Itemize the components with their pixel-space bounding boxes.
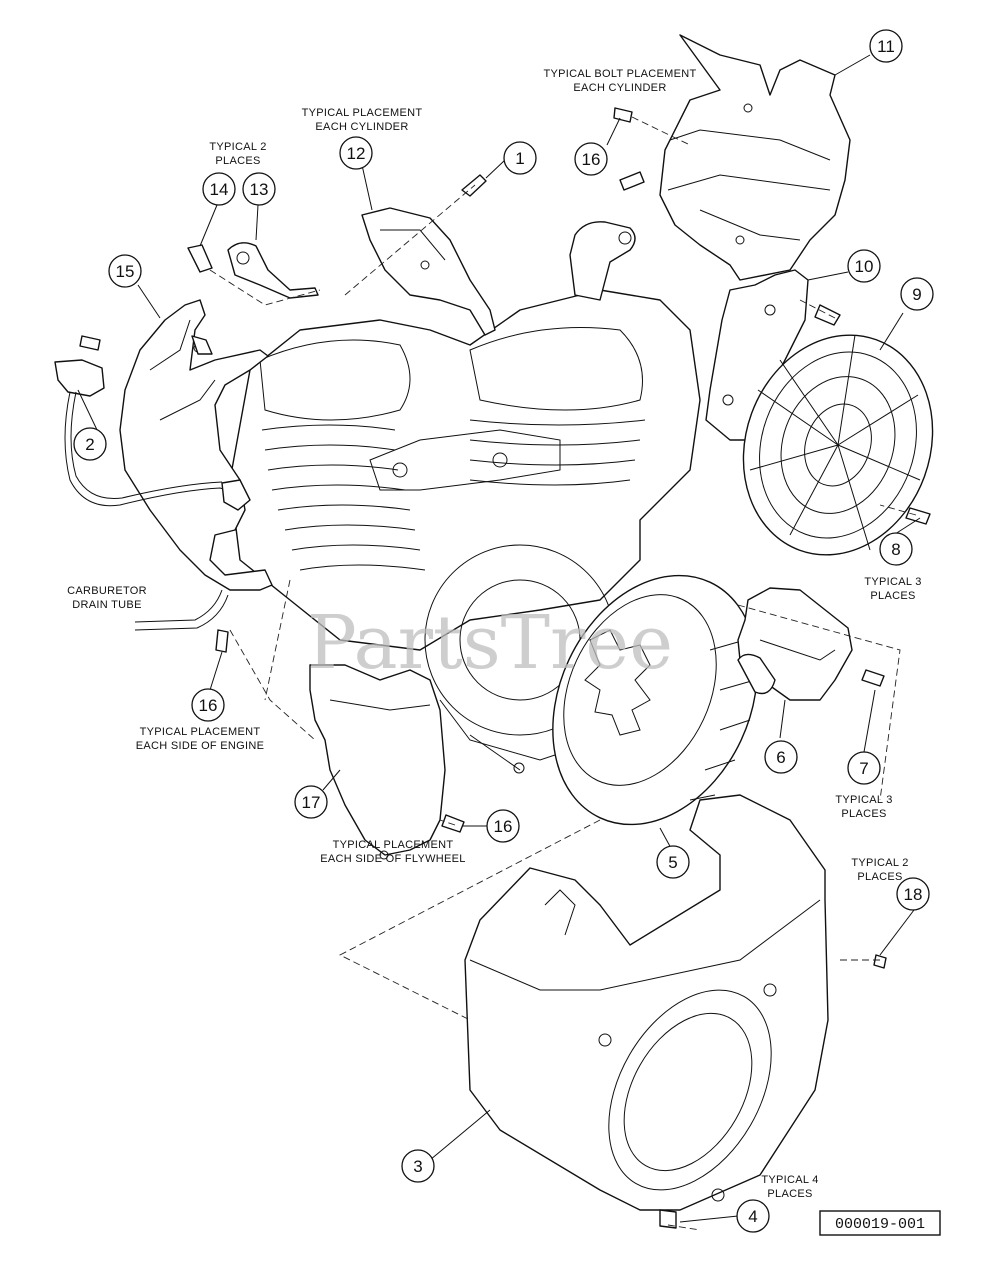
note-carb-line1: CARBURETOR bbox=[67, 585, 147, 597]
part-12-baffle bbox=[361, 207, 496, 336]
callout-17[interactable]: 17 bbox=[294, 785, 328, 819]
note-13-line1: TYPICAL 2 bbox=[209, 141, 266, 153]
note-4-line2: PLACES bbox=[767, 1188, 812, 1200]
notes: TYPICAL BOLT PLACEMENT EACH CYLINDER TYP… bbox=[67, 68, 921, 1200]
svg-text:11: 11 bbox=[877, 37, 895, 56]
carburetor-drain-tube bbox=[134, 589, 223, 623]
callout-14[interactable]: 14 bbox=[202, 172, 236, 206]
explode-lines bbox=[209, 116, 917, 1231]
part-2-ignition-lead bbox=[54, 359, 251, 511]
engine-block bbox=[229, 289, 701, 774]
callout-15[interactable]: 15 bbox=[108, 254, 142, 288]
svg-text:12: 12 bbox=[347, 144, 366, 163]
note-16-engine-line1: TYPICAL PLACEMENT bbox=[140, 726, 261, 738]
svg-text:3: 3 bbox=[413, 1157, 422, 1176]
callout-10[interactable]: 10 bbox=[847, 249, 881, 283]
callout-18[interactable]: 18 bbox=[896, 877, 930, 911]
svg-text:5: 5 bbox=[668, 853, 677, 872]
note-8-line1: TYPICAL 3 bbox=[864, 576, 921, 588]
svg-text:4: 4 bbox=[748, 1207, 757, 1226]
part-15-side-shroud bbox=[119, 299, 273, 591]
callout-1[interactable]: 1 bbox=[503, 141, 537, 175]
svg-text:16: 16 bbox=[582, 150, 601, 169]
note-11-line1: TYPICAL BOLT PLACEMENT bbox=[543, 68, 696, 80]
note-13-line2: PLACES bbox=[215, 155, 260, 167]
callout-4[interactable]: 4 bbox=[736, 1199, 770, 1233]
part-9-rotating-screen bbox=[742, 334, 934, 556]
svg-text:16: 16 bbox=[199, 696, 218, 715]
callout-5[interactable]: 5 bbox=[656, 845, 690, 879]
note-16-flywheel-line2: EACH SIDE OF FLYWHEEL bbox=[320, 853, 465, 865]
part-11-cylinder-shroud bbox=[659, 34, 851, 281]
callout-16-top[interactable]: 16 bbox=[574, 142, 608, 176]
svg-text:6: 6 bbox=[776, 748, 785, 767]
part-3-blower-housing bbox=[464, 794, 829, 1211]
svg-text:18: 18 bbox=[904, 885, 923, 904]
note-carb-line2: DRAIN TUBE bbox=[72, 599, 141, 611]
part-10-baffle bbox=[705, 269, 809, 441]
drawing-number-box: 000019-001 bbox=[819, 1210, 941, 1236]
svg-text:8: 8 bbox=[891, 540, 900, 559]
callout-3[interactable]: 3 bbox=[401, 1149, 435, 1183]
watermark: PartsTree bbox=[307, 600, 673, 686]
svg-text:17: 17 bbox=[302, 793, 321, 812]
svg-text:9: 9 bbox=[912, 285, 921, 304]
part-5-flywheel bbox=[552, 574, 758, 826]
note-12-line1: TYPICAL PLACEMENT bbox=[302, 107, 423, 119]
svg-text:13: 13 bbox=[250, 180, 269, 199]
callout-16-left[interactable]: 16 bbox=[191, 688, 225, 722]
note-16-flywheel-line1: TYPICAL PLACEMENT bbox=[333, 839, 454, 851]
svg-text:7: 7 bbox=[859, 759, 868, 778]
part-17-baffle bbox=[309, 664, 446, 860]
callout-2[interactable]: 2 bbox=[73, 427, 107, 461]
svg-text:2: 2 bbox=[85, 435, 94, 454]
callout-13[interactable]: 13 bbox=[242, 172, 276, 206]
note-18-line2: PLACES bbox=[857, 871, 902, 883]
callout-16-flywheel[interactable]: 16 bbox=[486, 809, 520, 843]
note-8-line2: PLACES bbox=[870, 590, 915, 602]
drawing-number: 000019-001 bbox=[835, 1216, 925, 1233]
callout-6[interactable]: 6 bbox=[764, 740, 798, 774]
svg-text:15: 15 bbox=[116, 262, 135, 281]
callout-12[interactable]: 12 bbox=[339, 136, 373, 170]
callout-11[interactable]: 11 bbox=[869, 29, 903, 63]
note-12-line2: EACH CYLINDER bbox=[315, 121, 408, 133]
fasteners bbox=[79, 107, 931, 1229]
callout-9[interactable]: 9 bbox=[900, 277, 934, 311]
note-4-line1: TYPICAL 4 bbox=[761, 1174, 818, 1186]
note-7-line2: PLACES bbox=[841, 808, 886, 820]
note-16-engine-line2: EACH SIDE OF ENGINE bbox=[136, 740, 265, 752]
note-11-line2: EACH CYLINDER bbox=[573, 82, 666, 94]
callout-8[interactable]: 8 bbox=[879, 532, 913, 566]
svg-text:10: 10 bbox=[855, 257, 874, 276]
svg-text:14: 14 bbox=[210, 180, 229, 199]
part-6-ignition-module bbox=[737, 587, 853, 701]
svg-text:1: 1 bbox=[515, 149, 524, 168]
svg-text:PartsTree: PartsTree bbox=[307, 600, 673, 686]
note-18-line1: TYPICAL 2 bbox=[851, 857, 908, 869]
svg-text:16: 16 bbox=[494, 817, 513, 836]
callout-7[interactable]: 7 bbox=[847, 751, 881, 785]
note-7-line1: TYPICAL 3 bbox=[835, 794, 892, 806]
